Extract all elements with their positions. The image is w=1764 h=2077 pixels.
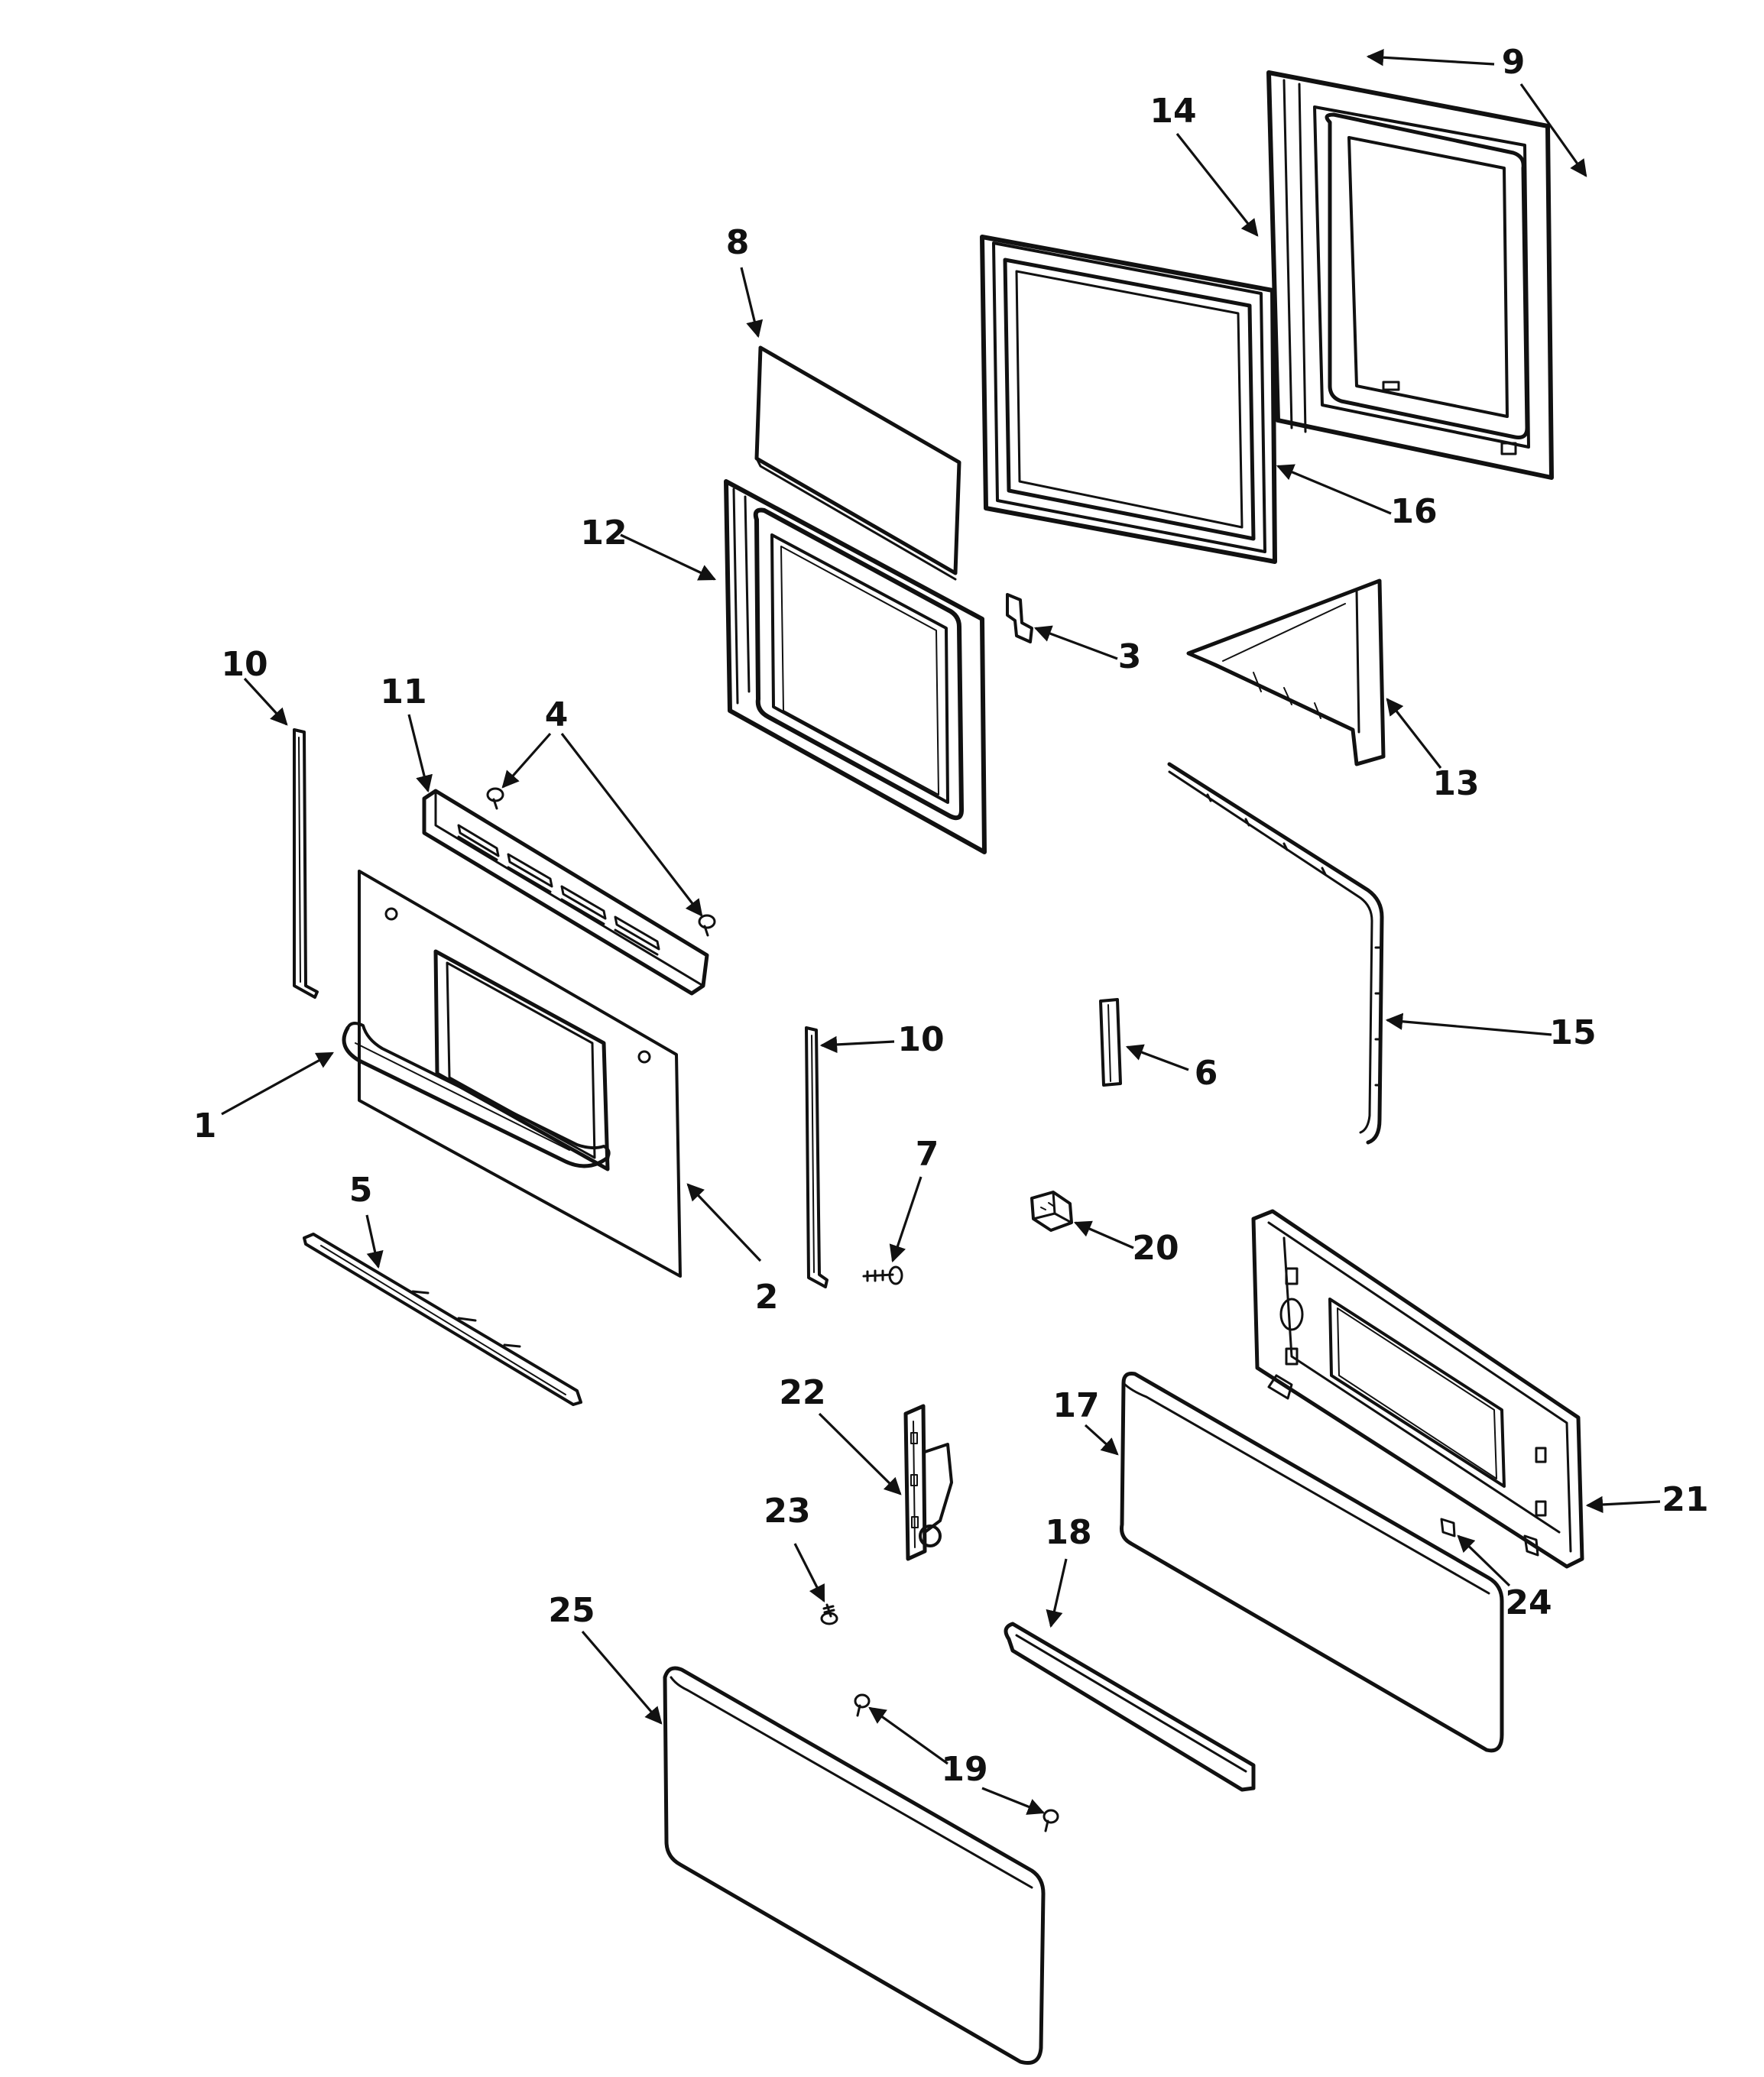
leader-11 xyxy=(407,714,433,793)
part-5-bottom-trim xyxy=(303,1233,582,1406)
part-19-screw-a xyxy=(854,1693,871,1717)
part-21-drawer-frame xyxy=(1251,1209,1584,1569)
callout-19: 19 xyxy=(941,1750,987,1789)
part-10-hinge-strip-left xyxy=(293,728,319,999)
leader-17 xyxy=(1084,1424,1119,1456)
part-15-gasket-strip xyxy=(1167,762,1384,1145)
part-4-screw-b xyxy=(698,914,716,937)
leader-7 xyxy=(889,1176,923,1263)
leader-6 xyxy=(1125,1044,1189,1071)
part-11-vent-trim xyxy=(422,789,709,996)
part-19-screw-b xyxy=(1043,1809,1059,1832)
callout-10-left: 10 xyxy=(221,645,268,684)
callout-9: 9 xyxy=(1502,43,1526,82)
part-6-bracket xyxy=(1099,998,1122,1087)
leader-13 xyxy=(1386,698,1442,769)
callout-14: 14 xyxy=(1150,92,1196,131)
callout-4: 4 xyxy=(545,695,569,734)
leader-18 xyxy=(1046,1558,1068,1628)
leader-4b xyxy=(560,733,703,917)
part-20-latch-block xyxy=(1030,1191,1073,1232)
callout-22: 22 xyxy=(779,1373,825,1412)
callout-6: 6 xyxy=(1195,1054,1218,1093)
leader-20 xyxy=(1073,1220,1134,1249)
leader-15 xyxy=(1385,1013,1552,1036)
leader-16 xyxy=(1276,464,1392,515)
leader-4a xyxy=(501,732,552,789)
part-3-clip xyxy=(1006,593,1033,643)
leader-2 xyxy=(686,1183,762,1262)
callout-11: 11 xyxy=(380,672,426,711)
part-24-tab xyxy=(1440,1518,1456,1537)
part-25-drawer-panel xyxy=(663,1666,1046,2065)
leader-25 xyxy=(581,1630,663,1725)
callout-7: 7 xyxy=(916,1135,939,1174)
callout-10-right: 10 xyxy=(897,1020,944,1059)
callout-18: 18 xyxy=(1045,1513,1091,1552)
callout-13: 13 xyxy=(1432,764,1479,803)
leader-19a xyxy=(868,1706,948,1765)
part-12-door-frame xyxy=(724,479,987,854)
leader-14 xyxy=(1175,133,1259,237)
leader-8 xyxy=(740,267,764,339)
part-22-hinge xyxy=(903,1404,953,1561)
leader-23 xyxy=(793,1543,825,1602)
part-16-door-gasket xyxy=(980,235,1277,564)
part-18-trim-rod xyxy=(1004,1622,1256,1792)
callout-labels: 1 2 3 4 5 6 7 8 9 10 10 11 12 13 14 15 1… xyxy=(193,43,1709,1789)
part-13-insulation xyxy=(1186,578,1386,766)
leader-24 xyxy=(1457,1534,1511,1587)
leader-3 xyxy=(1033,625,1118,660)
part-2-outer-door-panel xyxy=(358,870,682,1278)
leader-21 xyxy=(1585,1495,1661,1514)
part-7-screw xyxy=(862,1265,903,1285)
part-1-handle xyxy=(342,1022,611,1168)
callout-5: 5 xyxy=(349,1171,373,1210)
part-14-inner-door-liner xyxy=(1266,70,1554,480)
callout-17: 17 xyxy=(1052,1386,1099,1425)
leader-lines xyxy=(221,49,1661,1815)
leader-10b xyxy=(819,1035,895,1054)
leader-12 xyxy=(620,533,717,581)
leader-9b xyxy=(1519,83,1587,177)
callout-23: 23 xyxy=(764,1492,810,1531)
part-8-glass-panel xyxy=(754,345,961,581)
callout-2: 2 xyxy=(755,1278,779,1317)
callout-25: 25 xyxy=(548,1591,595,1630)
callout-3: 3 xyxy=(1118,637,1142,676)
leader-19b xyxy=(981,1787,1046,1815)
leader-22 xyxy=(818,1412,902,1495)
leader-5 xyxy=(365,1214,384,1269)
part-4-screw-a xyxy=(486,787,504,810)
part-17-drawer-front xyxy=(1120,1372,1504,1753)
leader-10a xyxy=(243,677,288,726)
leader-9a xyxy=(1366,49,1495,66)
part-23-screw xyxy=(820,1603,838,1625)
callout-16: 16 xyxy=(1390,492,1437,531)
part-10-hinge-strip-right xyxy=(805,1026,828,1288)
callout-21: 21 xyxy=(1662,1480,1708,1519)
callout-8: 8 xyxy=(726,223,750,262)
leader-1 xyxy=(221,1051,334,1116)
callout-15: 15 xyxy=(1549,1013,1596,1052)
callout-12: 12 xyxy=(580,514,627,552)
callout-20: 20 xyxy=(1132,1229,1179,1268)
callout-1: 1 xyxy=(193,1107,217,1145)
callout-24: 24 xyxy=(1505,1583,1552,1622)
